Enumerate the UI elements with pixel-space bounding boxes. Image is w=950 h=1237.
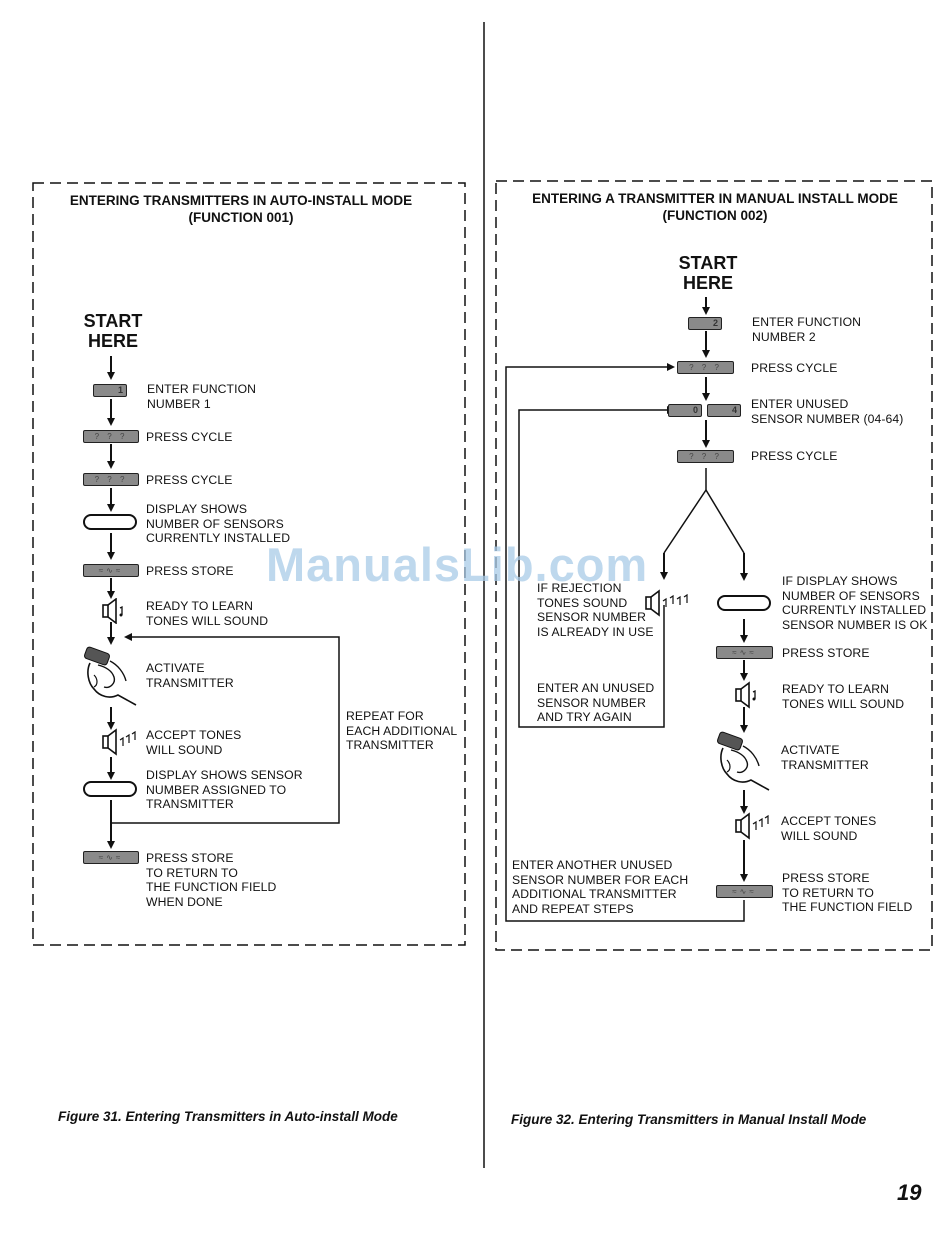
left-step-ready: READY TO LEARN TONES WILL SOUND — [146, 599, 269, 628]
hand-transmitter-icon — [84, 646, 137, 706]
right-step-display-ok: IF DISPLAY SHOWS NUMBER OF SENSORS CURRE… — [782, 574, 928, 632]
right-step-rejection: IF REJECTION TONES SOUND SENSOR NUMBER I… — [537, 581, 654, 639]
right-step-enter-another: ENTER ANOTHER UNUSED SENSOR NUMBER FOR E… — [512, 858, 689, 916]
left-step-repeat: REPEAT FOR EACH ADDITIONAL TRANSMITTER — [346, 709, 458, 752]
left-step-display-shows: DISPLAY SHOWS NUMBER OF SENSORS CURRENTL… — [146, 502, 291, 545]
left-step-display-sensor: DISPLAY SHOWS SENSOR NUMBER ASSIGNED TO … — [146, 768, 303, 811]
watermark: ManualsLib.com — [266, 538, 649, 591]
left-key-store-2: ≈∿≈ — [83, 851, 139, 864]
left-step-press-store: PRESS STORE — [146, 564, 234, 578]
left-step-press-cycle-1: PRESS CYCLE — [146, 430, 233, 444]
right-key-cycle-2: ? ? ? — [677, 450, 734, 463]
right-step-try-again: ENTER AN UNUSED SENSOR NUMBER AND TRY AG… — [537, 681, 655, 724]
left-display-2 — [83, 781, 137, 797]
right-key-zero: 0 — [668, 404, 702, 417]
right-key-store-2: ≈∿≈ — [716, 885, 773, 898]
page-number: 19 — [897, 1180, 922, 1205]
left-key-store-1: ≈∿≈ — [83, 564, 139, 577]
right-step-press-cycle-1: PRESS CYCLE — [751, 361, 838, 375]
left-step-enter-function: ENTER FUNCTION NUMBER 1 — [147, 382, 257, 411]
right-frame — [495, 180, 933, 951]
right-key-function: 2 — [688, 317, 722, 330]
speaker-accept-icon — [735, 812, 769, 840]
left-step-accept: ACCEPT TONES WILL SOUND — [146, 728, 242, 757]
right-key-store-1: ≈∿≈ — [716, 646, 773, 659]
right-key-cycle-1: ? ? ? — [677, 361, 734, 374]
right-step-activate: ACTIVATE TRANSMITTER — [781, 743, 869, 772]
right-step-ready: READY TO LEARN TONES WILL SOUND — [782, 682, 905, 711]
right-step-press-cycle-2: PRESS CYCLE — [751, 449, 838, 463]
left-key-cycle-1: ? ? ? — [83, 430, 139, 443]
left-key-function: 1 — [93, 384, 127, 397]
left-step-press-cycle-2: PRESS CYCLE — [146, 473, 233, 487]
left-display-1 — [83, 514, 137, 530]
right-step-enter-function: ENTER FUNCTION NUMBER 2 — [752, 315, 862, 344]
left-start-here: START HERE — [83, 311, 143, 351]
right-step-accept: ACCEPT TONES WILL SOUND — [781, 814, 877, 843]
right-display — [717, 595, 771, 611]
right-step-press-store: PRESS STORE — [782, 646, 870, 660]
left-step-press-store-done: PRESS STORE TO RETURN TO THE FUNCTION FI… — [146, 851, 277, 909]
left-step-activate: ACTIVATE TRANSMITTER — [146, 661, 234, 690]
speaker-ready-icon — [735, 681, 756, 709]
right-key-four: 4 — [707, 404, 741, 417]
speaker-tones-icon — [102, 728, 136, 756]
speaker-rejection-icon — [645, 589, 688, 617]
right-caption: Figure 32. Entering Transmitters in Manu… — [511, 1112, 867, 1127]
hand-transmitter-right-icon — [717, 731, 770, 791]
left-frame — [32, 182, 466, 946]
right-figure-title: ENTERING A TRANSMITTER IN MANUAL INSTALL… — [532, 191, 898, 223]
right-step-enter-unused: ENTER UNUSED SENSOR NUMBER (04-64) — [751, 397, 904, 426]
right-start-here: START HERE — [678, 253, 738, 293]
left-key-cycle-2: ? ? ? — [83, 473, 139, 486]
speaker-icon — [102, 598, 123, 624]
right-step-press-store-return: PRESS STORE TO RETURN TO THE FUNCTION FI… — [782, 871, 913, 914]
left-figure-title: ENTERING TRANSMITTERS IN AUTO-INSTALL MO… — [69, 193, 413, 225]
left-caption: Figure 31. Entering Transmitters in Auto… — [58, 1109, 398, 1124]
